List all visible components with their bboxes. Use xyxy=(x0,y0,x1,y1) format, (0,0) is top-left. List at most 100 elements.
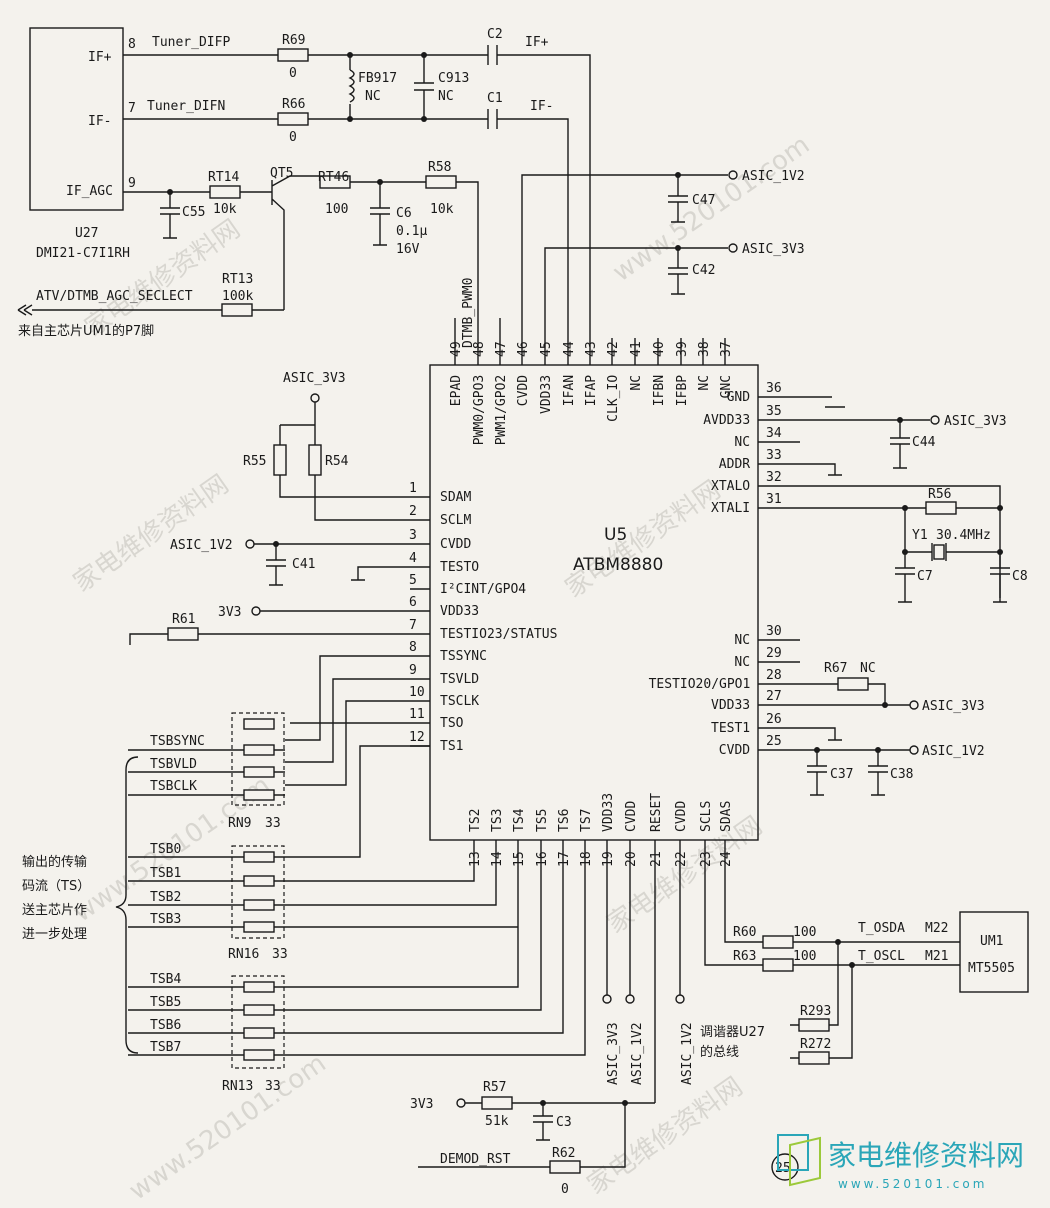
pin-name-group: EPAD xyxy=(449,375,464,406)
pin-number: 13 xyxy=(468,851,483,867)
pin-number: 7 xyxy=(128,101,136,116)
value-label: 33 xyxy=(272,947,288,962)
pin-number: 30 xyxy=(766,624,782,639)
pin-number: 29 xyxy=(766,646,782,661)
net-label: 3V3 xyxy=(410,1097,433,1112)
tuner-pin-if-agc: IF_AGC xyxy=(66,184,113,199)
ref-label: C8 xyxy=(1012,569,1028,584)
pin-name: NC xyxy=(697,375,712,391)
pin-number: 48 xyxy=(472,341,487,357)
ref-label: R62 xyxy=(552,1146,575,1161)
resistor-r58 xyxy=(425,175,457,189)
pin-name: VDD33 xyxy=(601,793,616,832)
pin-name: IFBP xyxy=(675,375,690,406)
pin-name: PWM0/GPO3 xyxy=(472,375,487,445)
capacitor-c3 xyxy=(533,1103,553,1141)
watermark: www.520101.com xyxy=(124,1048,332,1206)
pin-name: CVDD xyxy=(440,537,471,552)
pin-name-group: TS3 xyxy=(490,809,505,832)
ref-label: C44 xyxy=(912,435,936,450)
net-label: ATV/DTMB_AGC_SECLECT xyxy=(36,289,193,304)
pin-name: TESTIO20/GPO1 xyxy=(649,677,751,692)
pin-name: TS7 xyxy=(579,809,594,832)
value-label: 30.4MHz xyxy=(936,528,991,543)
resistor-r272 xyxy=(798,1051,830,1065)
pin-name-group: IFBP xyxy=(675,375,690,406)
net-label: ASIC_3V3 xyxy=(283,371,346,386)
capacitor-c7 xyxy=(895,552,915,603)
net-label: DTMB_PWM0 xyxy=(461,278,476,348)
pin-number: 37 xyxy=(719,341,734,357)
resistor-r63 xyxy=(762,958,794,972)
ref-label: R63 xyxy=(733,949,756,964)
pin-number: 9 xyxy=(128,176,136,191)
ref-label: R66 xyxy=(282,97,305,112)
pin-name: GNC xyxy=(719,375,734,398)
pin-name: GND xyxy=(727,390,751,405)
pin-name: IFAP xyxy=(584,375,599,406)
ref-label: UM1 xyxy=(980,934,1003,949)
resistor-r57 xyxy=(481,1096,513,1110)
ref-label: RT46 xyxy=(318,170,349,185)
pin-name: TS6 xyxy=(557,809,572,832)
net-label: T_OSCL xyxy=(858,949,905,964)
pin-number: 18 xyxy=(579,851,594,867)
pin-number: 25 xyxy=(766,734,782,749)
pin-name: I²CINT/GPO4 xyxy=(440,582,526,597)
value-label: 51k xyxy=(485,1114,509,1129)
transistor-qt5 xyxy=(268,175,320,310)
ferrite-bead-fb917 xyxy=(348,69,355,103)
pin-name: SCLS xyxy=(699,801,714,832)
capacitor-c42 xyxy=(668,248,688,295)
capacitor-c47 xyxy=(668,175,688,223)
pin-name-group: PWM0/GPO3 xyxy=(472,375,487,445)
pin-number: 24 xyxy=(719,851,734,867)
pin-number: 12 xyxy=(409,730,425,745)
net-label: ASIC_3V3 xyxy=(922,699,985,714)
pin-name: TS2 xyxy=(468,809,483,832)
pin-name: NC xyxy=(734,633,750,648)
ref-label: FB917 xyxy=(358,71,397,86)
pin-number: 39 xyxy=(675,341,690,357)
ref-label: RN13 xyxy=(222,1079,253,1094)
pin-name-group: TS6 xyxy=(557,809,572,832)
pin-name-group: SCLS xyxy=(699,801,714,832)
value-label: 10k xyxy=(213,202,237,217)
pin-number-group: 16 xyxy=(535,851,550,867)
pin-number: 43 xyxy=(584,341,599,357)
resistor-r61 xyxy=(167,627,199,641)
pin-number: 41 xyxy=(629,341,644,357)
pin-number: 3 xyxy=(409,528,417,543)
resistor-r67 xyxy=(837,677,869,691)
ref-label: QT5 xyxy=(270,166,293,181)
pin-name: XTALI xyxy=(711,501,750,516)
capacitor-c44 xyxy=(890,420,910,469)
ref-label: C47 xyxy=(692,193,715,208)
ref-label: RN16 xyxy=(228,947,259,962)
ref-label: RT13 xyxy=(222,272,253,287)
pin-name: TSVLD xyxy=(440,672,479,687)
value-label: NC xyxy=(860,661,876,676)
ref-label: R58 xyxy=(428,160,451,175)
ic-part-number: ATBM8880 xyxy=(573,555,663,575)
pin-name: VDD33 xyxy=(539,375,554,414)
pin-number-group: 15 xyxy=(512,851,527,867)
resistor-rt14 xyxy=(209,185,241,199)
pin-number-group: 42 xyxy=(606,341,621,357)
net-label: DEMOD_RST xyxy=(440,1152,511,1167)
ref-label: R57 xyxy=(483,1080,506,1095)
net-label: 3V3 xyxy=(218,605,241,620)
pin-number: 49 xyxy=(449,341,464,357)
crystal-y1 xyxy=(933,544,945,560)
pin-name-group: PWM1/GPO2 xyxy=(494,375,509,445)
pin-number: 23 xyxy=(699,851,714,867)
resistor-r55 xyxy=(273,444,287,476)
tuner-pin-if-minus: IF- xyxy=(88,114,111,129)
pin-name: CLK_IO xyxy=(606,375,621,422)
ref-label: C2 xyxy=(487,27,503,42)
value-label: 0 xyxy=(289,130,297,145)
pin-number: 16 xyxy=(535,851,550,867)
net-label: TSB2 xyxy=(150,890,181,905)
logo-url: www.520101.com xyxy=(838,1177,987,1191)
pin-name-group: TS2 xyxy=(468,809,483,832)
